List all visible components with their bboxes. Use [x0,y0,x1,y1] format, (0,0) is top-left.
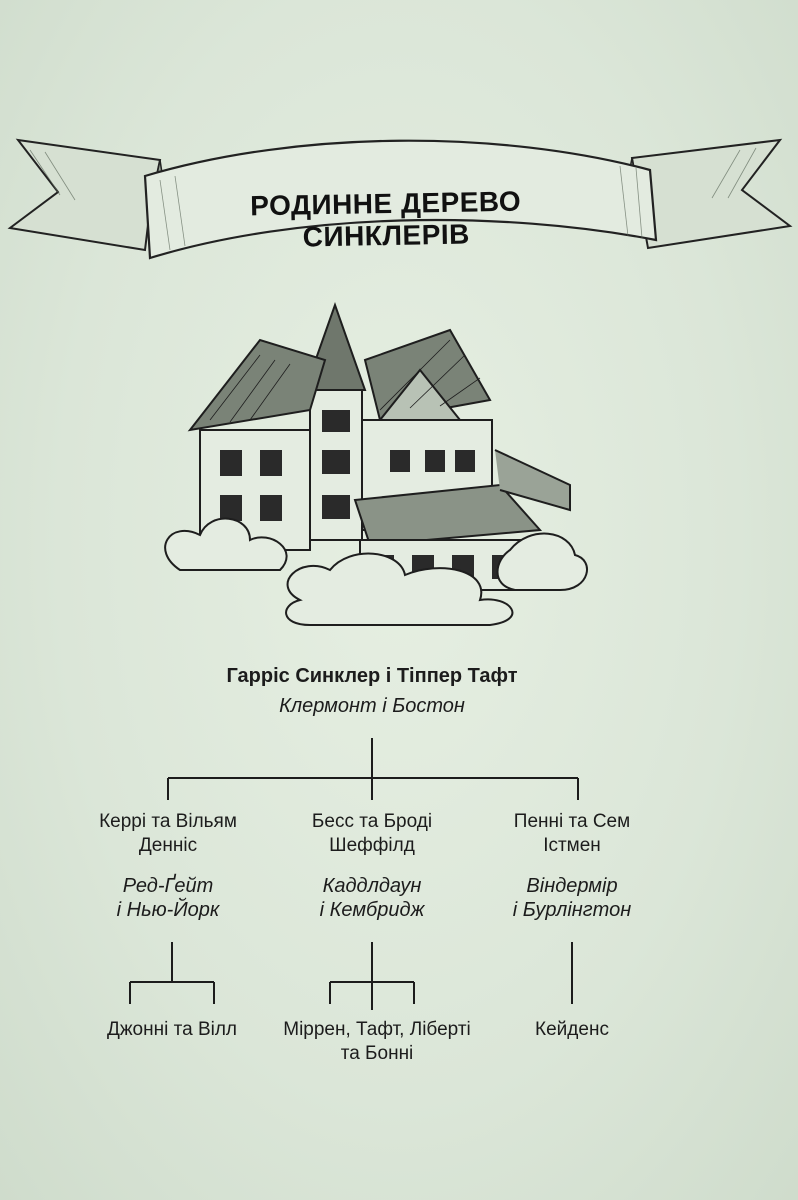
root-couple-place: Клермонт і Бостон [279,695,465,717]
child-2-surname: Шеффілд [329,835,415,856]
child-2-kids: Міррен, Тафт, Ліберті [283,1019,471,1040]
ribbon-banner [7,138,793,260]
root-couple-names: Гарріс Синклер і Тіппер Тафт [226,665,518,687]
house-illustration [164,301,588,626]
child-3-place-2: і Бурлінгтон [512,899,632,921]
child-1-kids: Джонні та Вілл [106,1019,238,1040]
child-3-surname: Істмен [543,835,601,856]
child-2-place: Каддлдаун [322,875,422,897]
child-2-names: Бесс та Броді [311,811,433,832]
child-3-kids: Кейденс [535,1019,609,1040]
child-1-place: Ред-Ґейт [122,875,214,897]
child-1-names: Керрі та Вільям [99,811,237,832]
child-1-surname: Денніс [138,835,198,856]
child-3-place: Віндермір [526,875,618,897]
child-2-kids-2: та Бонні [340,1043,414,1064]
child-1-place-2: і Нью-Йорк [116,899,220,921]
child-2-place-2: і Кембридж [319,899,425,921]
child-3-names: Пенні та Сем [513,811,631,832]
